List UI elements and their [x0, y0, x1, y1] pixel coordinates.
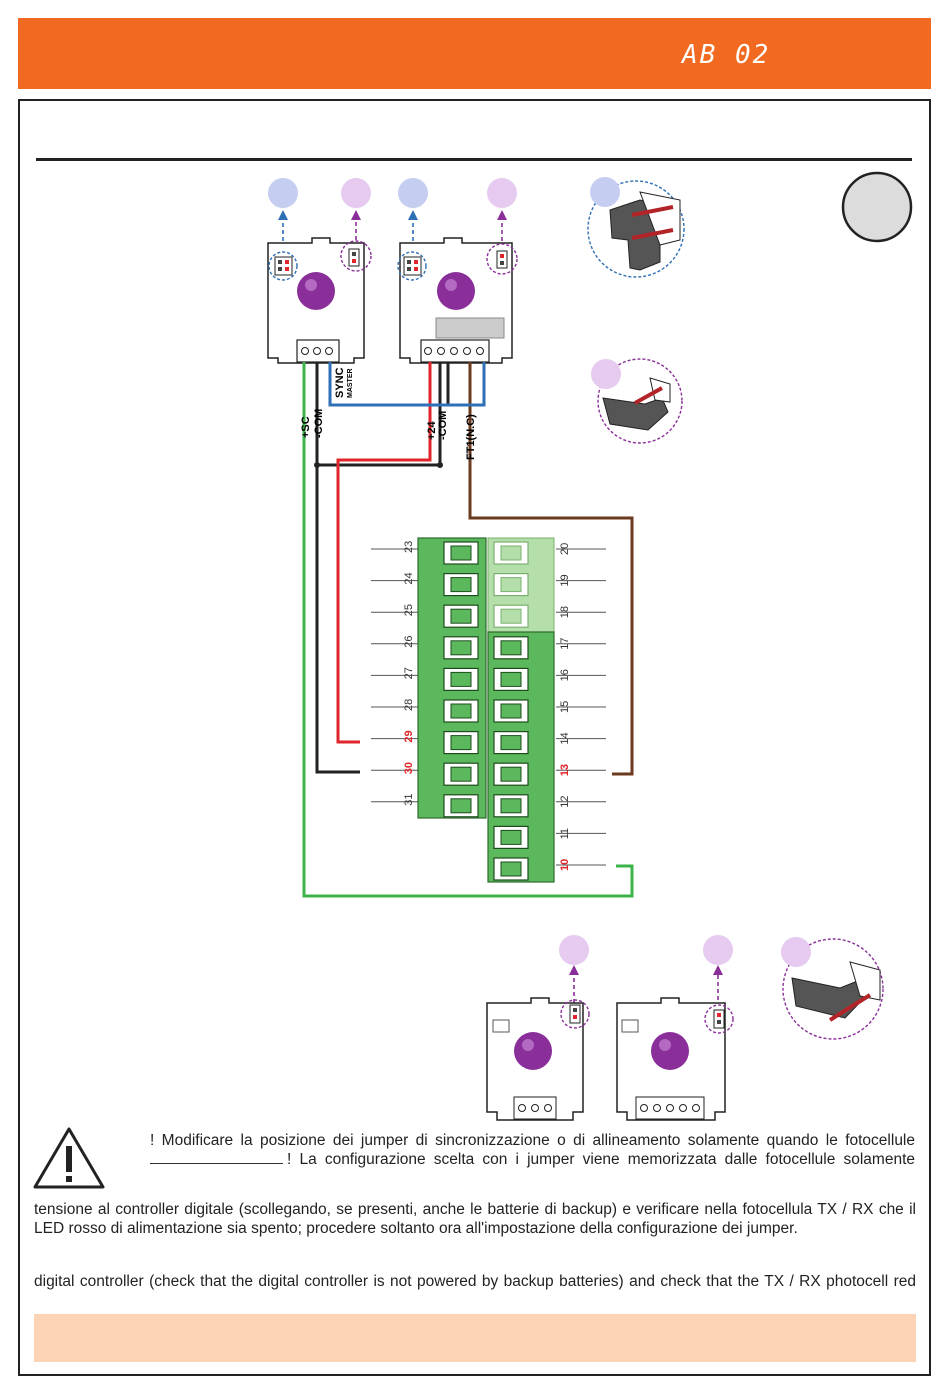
terminal-26: 26 — [371, 636, 479, 660]
blank-line — [150, 1151, 283, 1164]
terminal-label: 29 — [403, 730, 415, 742]
terminal-label: 12 — [559, 796, 571, 808]
terminal-15: 15 — [493, 699, 606, 723]
label-com-right: -COM — [437, 411, 449, 440]
terminal-13: 13 — [493, 762, 606, 786]
terminal-label: 31 — [403, 794, 415, 806]
page-frame — [18, 99, 931, 1376]
terminal-label: 25 — [403, 604, 415, 616]
photocell-tx-board — [267, 237, 372, 364]
terminal-14: 14 — [493, 730, 606, 755]
marker-blue — [590, 177, 620, 207]
arrow-up-icon — [569, 965, 579, 975]
terminal-30: 30 — [371, 762, 479, 786]
terminal-27: 27 — [371, 667, 479, 692]
lens-icon — [514, 1032, 552, 1070]
label-sc: +SC — [300, 416, 312, 438]
label-sync: SYNC — [334, 367, 346, 398]
photocell-rx-board — [397, 237, 518, 364]
terminal-label: 24 — [403, 572, 415, 584]
terminal-label: 28 — [403, 699, 415, 711]
jumper-detail-lower — [781, 937, 884, 1040]
terminal-17: 17 — [493, 636, 606, 660]
marker-violet — [341, 178, 371, 208]
instruction-text-en: digital controller (check that the digit… — [34, 1273, 916, 1290]
warning-text-it: ! Modificare la posizione dei jumper di … — [150, 1131, 915, 1169]
title-rule — [36, 158, 912, 161]
lens-icon — [437, 272, 475, 310]
photocell-tx-board-lower — [486, 997, 590, 1121]
terminal-16: 16 — [493, 667, 606, 692]
warning-line-2: ! La configurazione scelta con i jumper … — [150, 1150, 915, 1169]
marker-violet — [703, 935, 733, 965]
terminal-label: 13 — [559, 764, 571, 776]
terminal-29: 29 — [371, 730, 479, 755]
photocell-rx-board-lower — [616, 997, 734, 1121]
terminal-19: 19 — [493, 572, 606, 597]
terminal-24: 24 — [371, 572, 479, 597]
note-box — [34, 1314, 916, 1362]
label-ft1: FT1(N.C) — [465, 414, 477, 460]
marker-blue — [268, 178, 298, 208]
label-com-left: -COM — [313, 409, 325, 438]
terminal-10: 10 — [493, 857, 606, 881]
marker-violet — [591, 359, 621, 389]
terminal-20: 20 — [493, 541, 606, 565]
terminal-28: 28 — [371, 699, 479, 723]
warning-line-2-text: ! La configurazione scelta con i jumper … — [287, 1151, 915, 1168]
terminal-label: 19 — [559, 574, 571, 586]
warning-icon — [33, 1127, 105, 1189]
arrow-up-icon — [351, 210, 361, 220]
instruction-text-it: tensione al controller digitale (scolleg… — [34, 1201, 916, 1237]
jumper-detail-sync — [587, 177, 685, 278]
marker-violet — [781, 937, 811, 967]
arrow-up-icon — [713, 965, 723, 975]
terminal-label: 26 — [403, 636, 415, 648]
terminal-label: 11 — [559, 828, 571, 839]
arrow-up-icon — [408, 210, 418, 220]
terminal-31: 31 — [371, 794, 479, 818]
terminal-label: 27 — [403, 667, 415, 679]
marker-violet — [487, 178, 517, 208]
section-badge — [841, 171, 913, 243]
terminal-label: 10 — [559, 859, 571, 871]
terminal-18: 18 — [493, 604, 606, 628]
terminal-11: 11 — [493, 825, 606, 850]
lens-icon — [297, 272, 335, 310]
terminal-23: 23 — [371, 541, 479, 565]
label-master: MASTER — [347, 368, 354, 398]
terminal-label: 23 — [403, 541, 415, 553]
terminal-label: 15 — [559, 701, 571, 713]
jumper-detail-align — [591, 358, 683, 444]
terminal-25: 25 — [371, 604, 479, 628]
lens-icon — [651, 1032, 689, 1070]
terminal-label: 17 — [559, 638, 571, 650]
warning-line-1: ! Modificare la posizione dei jumper di … — [150, 1132, 915, 1149]
marker-violet — [559, 935, 589, 965]
terminal-label: 30 — [403, 762, 415, 774]
terminal-label: 20 — [559, 543, 571, 555]
terminal-label: 16 — [559, 669, 571, 681]
terminal-12: 12 — [493, 794, 606, 818]
arrow-up-icon — [278, 210, 288, 220]
doc-code: AB 02 — [682, 40, 771, 70]
label-plus24: +24 — [426, 420, 438, 440]
terminal-label: 18 — [559, 606, 571, 618]
arrow-up-icon — [497, 210, 507, 220]
terminal-label: 14 — [559, 732, 571, 744]
marker-blue — [398, 178, 428, 208]
header-bar: AB 02 — [18, 18, 931, 89]
